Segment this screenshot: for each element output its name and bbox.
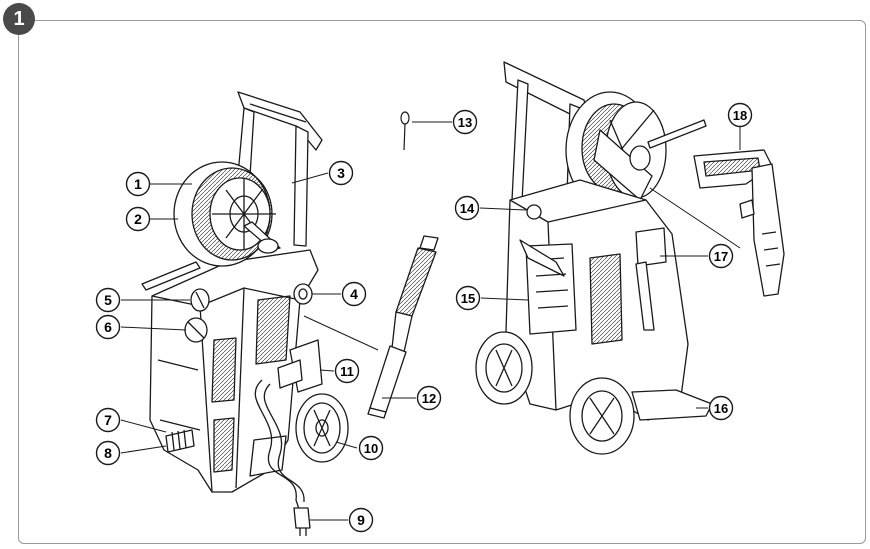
power-cord [254,379,311,536]
callout-17: 17 [708,243,734,269]
outlet-connector [293,283,313,305]
callout-1: 1 [125,171,151,197]
wheel-rear-left [475,331,533,405]
svg-text:4: 4 [350,286,358,302]
spray-lance [367,235,439,419]
callout-5: 5 [95,287,121,313]
svg-text:1: 1 [134,176,142,192]
svg-text:2: 2 [134,211,142,227]
callout-7: 7 [95,407,121,433]
callout-9: 9 [348,507,374,533]
telescopic-handle [237,91,323,247]
callout-11: 11 [334,358,360,384]
svg-text:15: 15 [461,291,475,306]
callout-16: 16 [708,395,734,421]
svg-text:18: 18 [733,108,747,123]
svg-text:14: 14 [460,201,475,216]
svg-text:8: 8 [104,445,112,461]
callout-4: 4 [341,281,367,307]
washer-front-view [141,91,349,536]
svg-text:10: 10 [364,441,378,456]
callout-13: 13 [452,109,478,135]
svg-text:13: 13 [458,115,472,130]
callout-3: 3 [328,160,354,186]
wheel-rear-right [569,377,635,455]
callout-6: 6 [95,314,121,340]
callout-12: 12 [416,385,442,411]
callout-14: 14 [454,195,480,221]
washer-rear-view [475,61,713,455]
callout-15: 15 [455,285,481,311]
nozzle-part [400,111,410,151]
svg-text:16: 16 [714,401,728,416]
wheel-front [295,393,349,463]
svg-text:11: 11 [340,364,354,379]
callout-10: 10 [358,435,384,461]
svg-text:6: 6 [104,319,112,335]
cable-hook [635,227,667,331]
hose-reel-rear [565,91,667,209]
svg-text:12: 12 [422,391,436,406]
gun-holder [277,339,323,393]
spray-gun [693,149,785,297]
callout-8: 8 [95,440,121,466]
callout-labels: 1 2 3 4 5 6 7 8 9 10 11 12 13 14 15 16 1… [95,102,753,533]
callout-18: 18 [727,102,753,128]
switch-knobs [184,288,210,343]
figure-frame [18,20,866,544]
svg-text:9: 9 [357,512,365,528]
svg-text:17: 17 [714,249,728,264]
hose-reel-front [173,161,281,267]
callout-2: 2 [125,206,151,232]
figure-number-badge: 1 [3,3,35,35]
svg-text:7: 7 [104,412,112,428]
hose-outlet-left [141,261,201,291]
svg-text:3: 3 [337,165,345,181]
svg-text:5: 5 [104,292,112,308]
foot-stand [631,389,713,421]
water-inlet [165,429,195,453]
